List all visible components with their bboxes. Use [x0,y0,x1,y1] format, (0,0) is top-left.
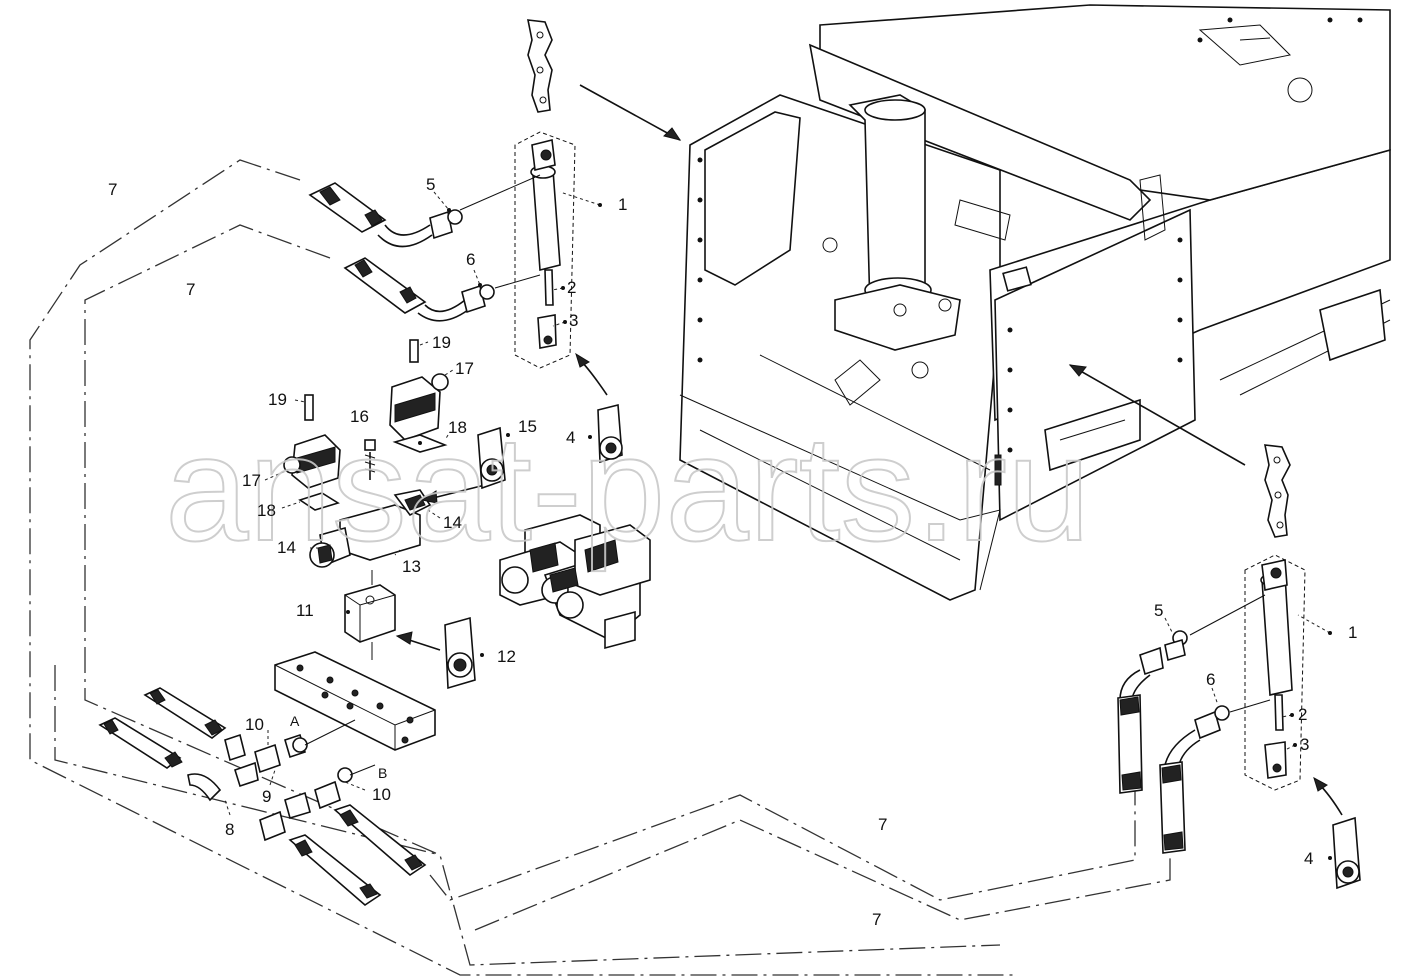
valve-stack [499,514,651,650]
callout-14-left: 14 [277,538,296,557]
callout-17-left: 17 [242,471,261,490]
hose-6-lower [343,257,541,322]
callout-4-left: 4 [566,428,575,447]
callout-16: 16 [350,407,369,426]
callout-19-upper: 19 [432,333,451,352]
callout-2-right: 2 [1298,705,1307,724]
callout-7-d: 7 [872,910,881,929]
seal-kit-15 [477,426,510,490]
frame-mounting-holes [697,17,1363,453]
solenoid-upper-17 [389,339,454,453]
callout-13: 13 [402,557,421,576]
callout-1-right: 1 [1348,623,1357,642]
pilot-valve-16 [364,439,376,480]
cylinder-assembly-right [1244,444,1332,791]
callout-7-b: 7 [186,280,195,299]
hoses-right [1117,594,1271,854]
fitting-icon [429,210,453,240]
machine-frame [579,4,1391,601]
port-label-b: B [378,765,387,781]
hose-route-lines [29,159,1171,976]
callout-7-c: 7 [878,815,887,834]
callout-18-upper: 18 [448,418,467,437]
callout-11: 11 [296,601,314,620]
callout-9: 9 [262,787,271,806]
callout-14-right: 14 [443,513,462,532]
mount-bracket-right [1263,444,1291,538]
callout-15: 15 [518,417,537,436]
callout-6-right: 6 [1206,670,1215,689]
mount-bracket-left [526,19,553,113]
callout-2-left: 2 [567,278,576,297]
seal-kit-left [575,352,623,464]
port-label-a: A [290,713,300,729]
callout-5-right: 5 [1154,601,1163,620]
callout-3-left: 3 [569,311,578,330]
hose-5-upper [308,174,541,248]
valve-body-13 [309,484,486,568]
hydraulic-cylinder-icon [532,168,561,272]
manifold-block [274,651,436,751]
block-11 [344,570,396,660]
seal-kit-right [1313,776,1361,890]
callout-17-upper: 17 [455,359,474,378]
hoses-lower-left [98,687,427,907]
callout-8: 8 [225,820,234,839]
callout-3-right: 3 [1300,735,1309,754]
callout-18-left: 18 [257,501,276,520]
solenoid-left-17 [264,394,341,511]
callout-7-a: 7 [108,180,117,199]
callout-10-a: 10 [245,715,264,734]
callout-4-right: 4 [1304,849,1313,868]
callout-1-left: 1 [618,195,627,214]
callout-12: 12 [497,647,516,666]
callout-5-left: 5 [426,175,435,194]
callout-10-b: 10 [372,785,391,804]
callout-6-left: 6 [466,250,475,269]
callout-19-left: 19 [268,390,287,409]
callout-labels: 1 2 3 4 5 6 7 7 7 7 8 9 10 10 11 12 13 1… [108,175,1357,929]
cylinder-assembly-left [514,19,602,369]
seal-kit-12 [395,616,484,690]
watermark-text: ansat-parts.ru [165,404,1090,572]
